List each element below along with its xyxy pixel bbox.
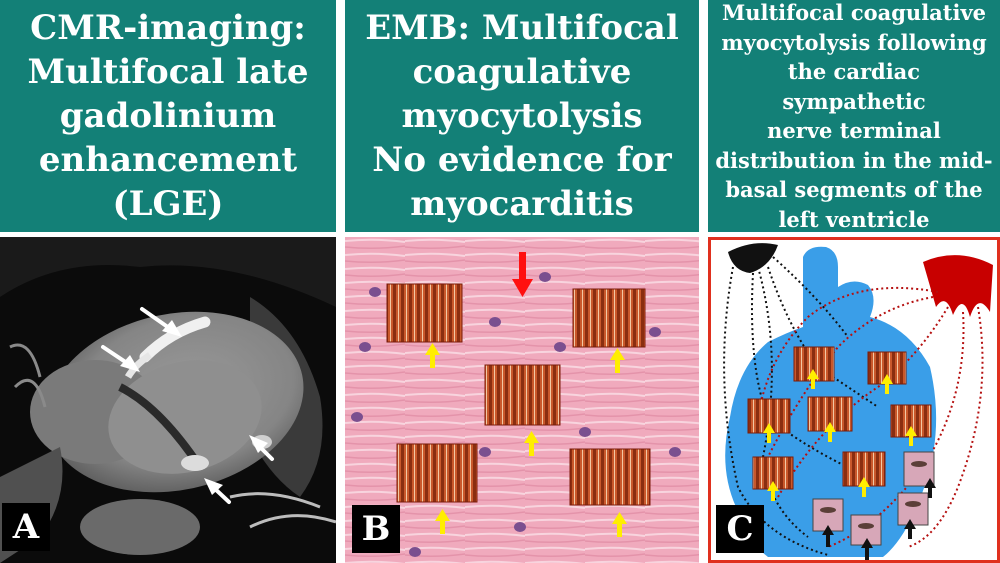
title-line: basal segments of the <box>725 177 983 202</box>
arrow-red <box>512 252 533 297</box>
title-line: (LGE) <box>112 184 224 224</box>
title-line: left ventricle <box>778 206 930 232</box>
panel-c-title: Multifocal coagulative myocytolysis foll… <box>708 0 1000 232</box>
title-line: Multifocal late <box>27 52 309 92</box>
ganglion-black <box>728 243 778 273</box>
title-line: CMR-imaging: <box>30 8 306 48</box>
title-line: myocytolysis following <box>721 29 987 55</box>
title-line: myocytolysis <box>401 96 643 136</box>
panel-letter-c: C <box>716 505 764 553</box>
necrosis-focus <box>569 448 651 506</box>
title-line: coagulative <box>412 52 632 92</box>
panel-letter-a: A <box>2 503 50 551</box>
title-line: myocarditis <box>410 184 634 224</box>
panel-b-title: EMB: Multifocal coagulative myocytolysis… <box>345 0 699 232</box>
arrow-head <box>120 355 140 372</box>
title-line: nerve terminal <box>767 118 941 143</box>
title-line: gadolinium <box>59 96 277 136</box>
arrow-head <box>162 320 182 337</box>
title-line: EMB: Multifocal <box>365 8 679 48</box>
necrosis-focus <box>572 288 646 348</box>
arrow-yellow <box>524 431 539 456</box>
arrow-yellow <box>610 348 625 373</box>
title-line: No evidence for <box>372 140 672 180</box>
panel-a-title: CMR-imaging: Multifocal late gadolinium … <box>0 0 336 232</box>
arrow-head <box>249 435 268 453</box>
necrosis-focus <box>396 443 478 503</box>
title-line: Multifocal coagulative <box>721 0 987 25</box>
histology-panel: B <box>345 237 699 563</box>
cmr-image <box>0 237 336 563</box>
histology-image <box>345 237 699 563</box>
panel-letter-b: B <box>352 505 400 553</box>
necrosis-focus <box>484 364 561 426</box>
title-line: distribution in the mid- <box>715 147 993 173</box>
cmr-image-panel: A <box>0 237 336 563</box>
arrow-head <box>204 478 223 495</box>
arrow-yellow <box>612 512 627 537</box>
necrosis-focus <box>386 283 463 343</box>
title-line: enhancement <box>38 140 298 180</box>
arrow-yellow <box>425 343 440 368</box>
ganglion-red <box>923 255 993 317</box>
title-line: the cardiac sympathetic <box>782 59 926 114</box>
schematic-panel: C <box>708 237 1000 563</box>
arrow-yellow <box>435 509 450 534</box>
